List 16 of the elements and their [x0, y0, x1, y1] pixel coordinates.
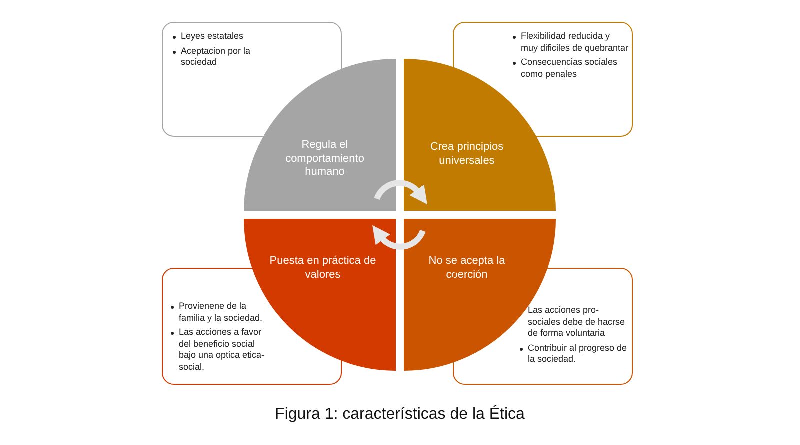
bullet-text: Leyes estatales [181, 31, 244, 41]
bullet-text: Provienene de la familia y la sociedad. [179, 301, 263, 322]
bullet-text: Consecuencias sociales como penales [521, 57, 618, 78]
segment-label: No se acepta la coerción [428, 255, 506, 282]
bullet-text: Contribuir al progreso de la sociedad. [528, 342, 628, 364]
bullet-text: Las acciones pro-sociales debe de hacrse de forma voluntaria [528, 305, 626, 338]
bullet-text: Las acciones a favor del beneficio social bajo una optica etica-social. [179, 327, 265, 372]
segment-label: Crea principios universales [429, 141, 505, 168]
note-card [453, 22, 633, 137]
segment-label: Puesta en práctica de valores [268, 255, 378, 282]
bullet-text: Flexibilidad reducida y muy dificiles de quebrantar [521, 31, 629, 52]
note-card [162, 268, 342, 385]
bullet-text: Aceptacion por la sociedad [181, 46, 251, 67]
figure-caption: Figura 1: características de la Ética [274, 406, 526, 424]
segment-label: Regula el comportamiento humano [284, 139, 366, 180]
note-card [162, 22, 342, 137]
